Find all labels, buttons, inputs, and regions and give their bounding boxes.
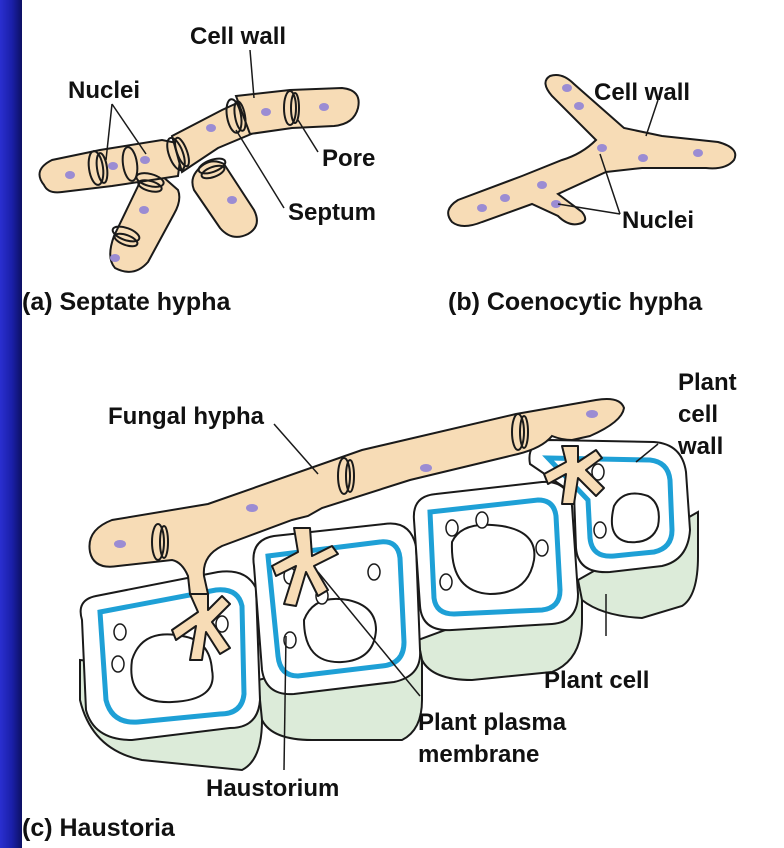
label-cell-wall-b: Cell wall bbox=[594, 79, 690, 106]
label-plant-cell: Plant cell bbox=[544, 667, 649, 694]
label-plant-cell-wall-1: Plant bbox=[678, 369, 737, 396]
label-plant-cell-wall-3: wall bbox=[677, 433, 723, 460]
coenocytic-hypha-drawing bbox=[448, 75, 735, 226]
figure-panel: Cell wall Nuclei Pore Septum (a) Septate… bbox=[22, 0, 784, 848]
label-haustorium: Haustorium bbox=[206, 775, 339, 802]
caption-haustoria: (c) Haustoria bbox=[22, 814, 176, 842]
hyphae-diagram: Cell wall Nuclei Pore Septum (a) Septate… bbox=[22, 0, 784, 848]
label-plant-cell-wall-2: cell bbox=[678, 401, 718, 428]
label-pore: Pore bbox=[322, 145, 375, 172]
label-plant-plasma-membrane-2: membrane bbox=[418, 741, 539, 768]
label-nuclei-b: Nuclei bbox=[622, 207, 694, 234]
label-septum: Septum bbox=[288, 199, 376, 226]
caption-coenocytic-hypha: (b) Coenocytic hypha bbox=[448, 288, 703, 316]
label-fungal-hypha: Fungal hypha bbox=[108, 403, 265, 430]
coenocytic-hypha-body bbox=[448, 75, 735, 226]
label-plant-plasma-membrane-1: Plant plasma bbox=[418, 709, 567, 736]
label-cell-wall-a: Cell wall bbox=[190, 23, 286, 50]
septate-hypha-drawing bbox=[40, 88, 359, 272]
label-nuclei-a: Nuclei bbox=[68, 77, 140, 104]
caption-septate-hypha: (a) Septate hypha bbox=[22, 288, 231, 316]
